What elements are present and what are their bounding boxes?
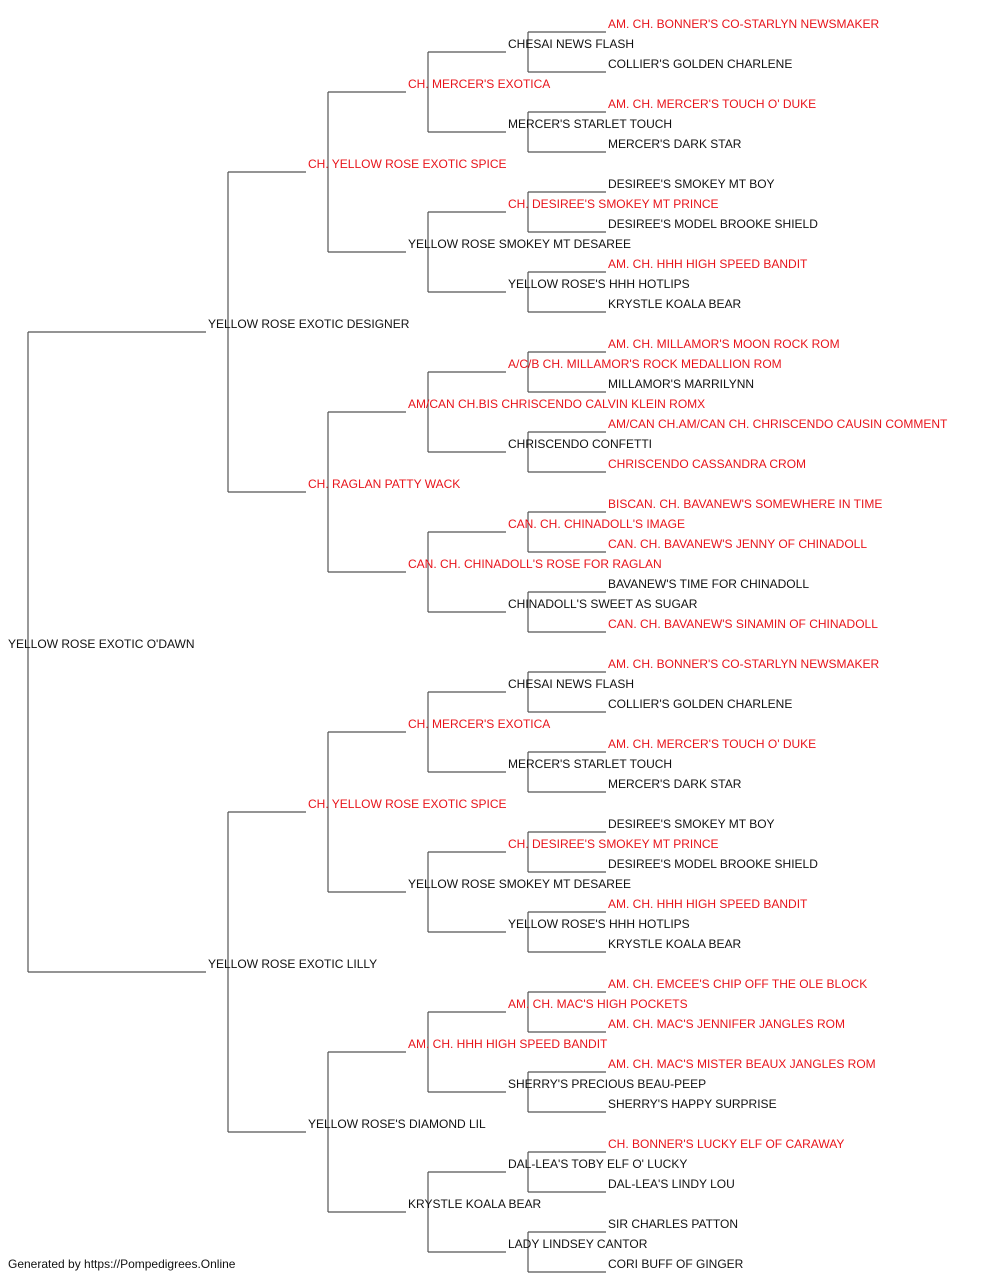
pedigree-sire-gen5: DESIREE'S SMOKEY MT BOY [608,817,775,831]
pedigree-dam-gen4: MERCER'S STARLET TOUCH [508,757,673,771]
pedigree-dam-gen4: MERCER'S STARLET TOUCH [508,117,673,131]
pedigree-dam-gen5: MILLAMOR'S MARRILYNN [608,377,755,391]
pedigree-dam-gen4: YELLOW ROSE'S HHH HOTLIPS [508,277,690,291]
pedigree-sire-gen5: AM. CH. EMCEE'S CHIP OFF THE OLE BLOCK [608,977,868,991]
pedigree-dam-gen3: YELLOW ROSE SMOKEY MT DESAREE [408,877,631,891]
pedigree-dam-gen5: CORI BUFF OF GINGER [608,1257,744,1271]
pedigree-sire-gen5: AM. CH. BONNER'S CO-STARLYN NEWSMAKER [608,657,880,671]
pedigree-dam-gen5: DESIREE'S MODEL BROOKE SHIELD [608,857,818,871]
pedigree-sire-gen3: AM. CH. HHH HIGH SPEED BANDIT [408,1037,608,1051]
pedigree-sire-gen5: AM. CH. MAC'S MISTER BEAUX JANGLES ROM [608,1057,876,1071]
pedigree-dam-gen5: COLLIER'S GOLDEN CHARLENE [608,697,793,711]
pedigree-sire-gen4: CHESAI NEWS FLASH [508,677,635,691]
pedigree-dam-gen2: YELLOW ROSE'S DIAMOND LIL [308,1117,486,1131]
pedigree-sire-gen5: AM. CH. MERCER'S TOUCH O' DUKE [608,737,817,751]
pedigree-sire-gen5: AM/CAN CH.AM/CAN CH. CHRISCENDO CAUSIN C… [608,417,948,431]
pedigree-dam-gen5: MERCER'S DARK STAR [608,777,742,791]
pedigree-dam-gen3: YELLOW ROSE SMOKEY MT DESAREE [408,237,631,251]
pedigree-dam-gen4: CHRISCENDO CONFETTI [508,437,652,451]
pedigree-dam-gen5: DAL-LEA'S LINDY LOU [608,1177,735,1191]
pedigree-dam-gen4: SHERRY'S PRECIOUS BEAU-PEEP [508,1077,707,1091]
pedigree-sire-gen2: CH. YELLOW ROSE EXOTIC SPICE [308,797,507,811]
pedigree-sire-gen4: DAL-LEA'S TOBY ELF O' LUCKY [508,1157,688,1171]
pedigree-sire-gen5: AM. CH. MERCER'S TOUCH O' DUKE [608,97,817,111]
pedigree-sire-gen5: BAVANEW'S TIME FOR CHINADOLL [608,577,809,591]
pedigree-dam-gen5: AM. CH. MAC'S JENNIFER JANGLES ROM [608,1017,845,1031]
pedigree-sire-gen4: AM. CH. MAC'S HIGH POCKETS [508,997,688,1011]
pedigree-sire-gen4: CH. DESIREE'S SMOKEY MT PRINCE [508,197,719,211]
pedigree-dam-gen5: DESIREE'S MODEL BROOKE SHIELD [608,217,818,231]
pedigree-subject-gen0: YELLOW ROSE EXOTIC O'DAWN [8,637,195,651]
pedigree-sire-gen3: CH. MERCER'S EXOTICA [408,77,551,91]
pedigree-sire-gen5: DESIREE'S SMOKEY MT BOY [608,177,775,191]
pedigree-dam-gen4: YELLOW ROSE'S HHH HOTLIPS [508,917,690,931]
pedigree-dam-gen4: LADY LINDSEY CANTOR [508,1237,648,1251]
pedigree-sire-gen5: BISCAN. CH. BAVANEW'S SOMEWHERE IN TIME [608,497,883,511]
pedigree-dam-gen1: YELLOW ROSE EXOTIC LILLY [208,957,378,971]
pedigree-dam-gen5: CAN. CH. BAVANEW'S JENNY OF CHINADOLL [608,537,868,551]
pedigree-sire-gen3: AM/CAN CH.BIS CHRISCENDO CALVIN KLEIN RO… [408,397,706,411]
generated-by-footer: Generated by https://Pompedigrees.Online [8,1257,236,1271]
pedigree-dam-gen2: CH. RAGLAN PATTY WACK [308,477,461,491]
pedigree-sire-gen1: YELLOW ROSE EXOTIC DESIGNER [208,317,410,331]
pedigree-sire-gen4: CAN. CH. CHINADOLL'S IMAGE [508,517,685,531]
pedigree-dam-gen5: MERCER'S DARK STAR [608,137,742,151]
pedigree-sire-gen5: AM. CH. BONNER'S CO-STARLYN NEWSMAKER [608,17,880,31]
pedigree-dam-gen5: CHRISCENDO CASSANDRA CROM [608,457,807,471]
pedigree-dam-gen3: KRYSTLE KOALA BEAR [408,1197,542,1211]
pedigree-sire-gen5: AM. CH. HHH HIGH SPEED BANDIT [608,257,808,271]
pedigree-dam-gen5: KRYSTLE KOALA BEAR [608,297,742,311]
pedigree-dam-gen5: COLLIER'S GOLDEN CHARLENE [608,57,793,71]
pedigree-sire-gen5: AM. CH. HHH HIGH SPEED BANDIT [608,897,808,911]
pedigree-sire-gen5: CH. BONNER'S LUCKY ELF OF CARAWAY [608,1137,845,1151]
pedigree-sire-gen4: CHESAI NEWS FLASH [508,37,635,51]
pedigree-dam-gen4: CHINADOLL'S SWEET AS SUGAR [508,597,698,611]
pedigree-sire-gen2: CH. YELLOW ROSE EXOTIC SPICE [308,157,507,171]
pedigree-dam-gen3: CAN. CH. CHINADOLL'S ROSE FOR RAGLAN [408,557,662,571]
pedigree-sire-gen5: SIR CHARLES PATTON [608,1217,739,1231]
pedigree-dam-gen5: SHERRY'S HAPPY SURPRISE [608,1097,777,1111]
pedigree-dam-gen5: KRYSTLE KOALA BEAR [608,937,742,951]
pedigree-dam-gen5: CAN. CH. BAVANEW'S SINAMIN OF CHINADOLL [608,617,878,631]
pedigree-sire-gen3: CH. MERCER'S EXOTICA [408,717,551,731]
pedigree-sire-gen5: AM. CH. MILLAMOR'S MOON ROCK ROM [608,337,840,351]
pedigree-sire-gen4: CH. DESIREE'S SMOKEY MT PRINCE [508,837,719,851]
pedigree-sire-gen4: A/C/B CH. MILLAMOR'S ROCK MEDALLION ROM [508,357,782,371]
